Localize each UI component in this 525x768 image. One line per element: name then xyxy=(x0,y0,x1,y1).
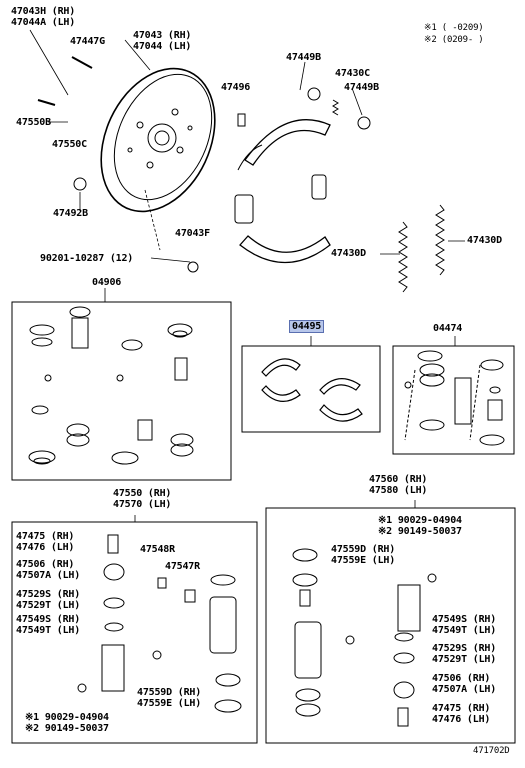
kit-box-rear-right xyxy=(265,507,516,744)
kit-label-04906[interactable]: 04906 xyxy=(92,277,122,288)
part-label-47550[interactable]: 47550 (RH) xyxy=(113,488,172,499)
part-label-47507a-l[interactable]: 47507A (LH) xyxy=(16,570,81,581)
diagram-code: 471702D xyxy=(473,746,510,756)
label-group: 47529S (RH) 47529T (LH) xyxy=(432,643,496,665)
label-group: 47506 (RH) 47507A (LH) xyxy=(16,559,80,581)
label-group: ※1 90029-04904 ※2 90149-50037 xyxy=(25,712,109,734)
label-group: 47475 (RH) 47476 (LH) xyxy=(432,703,490,725)
part-label-90149-r[interactable]: ※2 90149-50037 xyxy=(378,526,462,537)
assy-label-right: 47560 (RH) 47580 (LH) xyxy=(369,474,427,496)
assy-label-left: 47550 (RH) 47570 (LH) xyxy=(113,488,171,510)
part-label-47548r[interactable]: 47548R xyxy=(140,544,175,555)
part-label-47449b-2[interactable]: 47449B xyxy=(344,82,379,93)
part-label-47560[interactable]: 47560 (RH) xyxy=(369,474,428,485)
part-label-47559d-l[interactable]: 47559D (RH) xyxy=(137,687,202,698)
label-group: 47559D (RH) 47559E (LH) xyxy=(331,544,395,566)
part-label-47044[interactable]: 47044 (LH) xyxy=(133,41,192,52)
label-group: 47549S (RH) 47549T (LH) xyxy=(432,614,496,636)
kit-box-04906 xyxy=(11,301,232,481)
backing-plate-drawing xyxy=(100,67,216,213)
kit-box-04474 xyxy=(392,345,515,455)
part-label-47580[interactable]: 47580 (LH) xyxy=(369,485,428,496)
part-label-group: 47043H (RH) 47044A (LH) xyxy=(11,6,75,28)
label-group: 47529S (RH) 47529T (LH) xyxy=(16,589,80,611)
part-label-47549s-r[interactable]: 47549S (RH) xyxy=(432,614,497,625)
part-label-47549t-r[interactable]: 47549T (LH) xyxy=(432,625,497,636)
part-label-47430d[interactable]: 47430D xyxy=(331,248,366,259)
part-label-47043h[interactable]: 47043H (RH) xyxy=(11,6,76,17)
wheel-cylinder-right-drawing xyxy=(311,174,327,200)
part-label-47549t-l[interactable]: 47549T (LH) xyxy=(16,625,81,636)
part-label-47043[interactable]: 47043 (RH) xyxy=(133,30,192,41)
part-label-47430c[interactable]: 47430C xyxy=(335,68,370,79)
label-group: 47506 (RH) 47507A (LH) xyxy=(432,673,496,695)
part-label-47550c[interactable]: 47550C xyxy=(52,139,87,150)
kit-04474-parts xyxy=(404,350,505,446)
kit-box-rear-left xyxy=(11,521,258,744)
part-label-47449b[interactable]: 47449B xyxy=(286,52,321,63)
part-label-47559d-r[interactable]: 47559D (RH) xyxy=(331,544,396,555)
kit-04906-parts xyxy=(28,306,194,465)
kit-04495-shoes xyxy=(261,358,363,422)
part-label-47529s-l[interactable]: 47529S (RH) xyxy=(16,589,81,600)
part-label-47475-r[interactable]: 47475 (RH) xyxy=(432,703,491,714)
kit-label-04474[interactable]: 04474 xyxy=(433,323,463,334)
part-label-47476-l[interactable]: 47476 (LH) xyxy=(16,542,75,553)
part-label-47570[interactable]: 47570 (LH) xyxy=(113,499,172,510)
kit-label-04495-highlighted[interactable]: 04495 xyxy=(289,320,325,333)
brake-shoes-drawing xyxy=(237,119,331,264)
kit-box-04495 xyxy=(241,345,381,433)
part-label-47549s-l[interactable]: 47549S (RH) xyxy=(16,614,81,625)
part-label-47559e-r[interactable]: 47559E (LH) xyxy=(331,555,396,566)
part-label-90201[interactable]: 90201-10287 (12) xyxy=(40,253,134,264)
label-group: ※1 90029-04904 ※2 90149-50037 xyxy=(378,515,462,537)
springs-drawing xyxy=(332,99,445,293)
part-label-90029-r[interactable]: ※1 90029-04904 xyxy=(378,515,462,526)
part-label-47529t-r[interactable]: 47529T (LH) xyxy=(432,654,497,665)
part-label-47492b[interactable]: 47492B xyxy=(53,208,88,219)
part-label-47430d-2[interactable]: 47430D xyxy=(467,235,502,246)
part-label-47475-l[interactable]: 47475 (RH) xyxy=(16,531,75,542)
part-label-47507a-r[interactable]: 47507A (LH) xyxy=(432,684,497,695)
part-label-47043f[interactable]: 47043F xyxy=(175,228,210,239)
wheel-cylinder-left-drawing xyxy=(234,194,254,224)
part-label-47547r[interactable]: 47547R xyxy=(165,561,200,572)
label-group: 47475 (RH) 47476 (LH) xyxy=(16,531,74,553)
part-label-47559e-l[interactable]: 47559E (LH) xyxy=(137,698,202,709)
part-label-47529t-l[interactable]: 47529T (LH) xyxy=(16,600,81,611)
part-label-47550b[interactable]: 47550B xyxy=(16,117,51,128)
part-label-47044a[interactable]: 47044A (LH) xyxy=(11,17,76,28)
part-label-47506-l[interactable]: 47506 (RH) xyxy=(16,559,75,570)
part-label-group: 47043 (RH) 47044 (LH) xyxy=(133,30,191,52)
footnote-2: ※2 (0209- ) xyxy=(424,35,484,45)
rear-right-cylinder-parts xyxy=(292,548,437,727)
label-group: 47559D (RH) 47559E (LH) xyxy=(137,687,201,709)
part-label-90029-l[interactable]: ※1 90029-04904 xyxy=(25,712,109,723)
part-label-47506-r[interactable]: 47506 (RH) xyxy=(432,673,491,684)
footnote-1: ※1 ( -0209) xyxy=(424,23,484,33)
part-label-47476-r[interactable]: 47476 (LH) xyxy=(432,714,491,725)
part-label-47496[interactable]: 47496 xyxy=(221,82,251,93)
part-label-90149-l[interactable]: ※2 90149-50037 xyxy=(25,723,109,734)
rear-left-cylinder-parts xyxy=(77,534,242,713)
part-label-47529s-r[interactable]: 47529S (RH) xyxy=(432,643,497,654)
part-label-47447g[interactable]: 47447G xyxy=(70,36,105,47)
label-group: 47549S (RH) 47549T (LH) xyxy=(16,614,80,636)
